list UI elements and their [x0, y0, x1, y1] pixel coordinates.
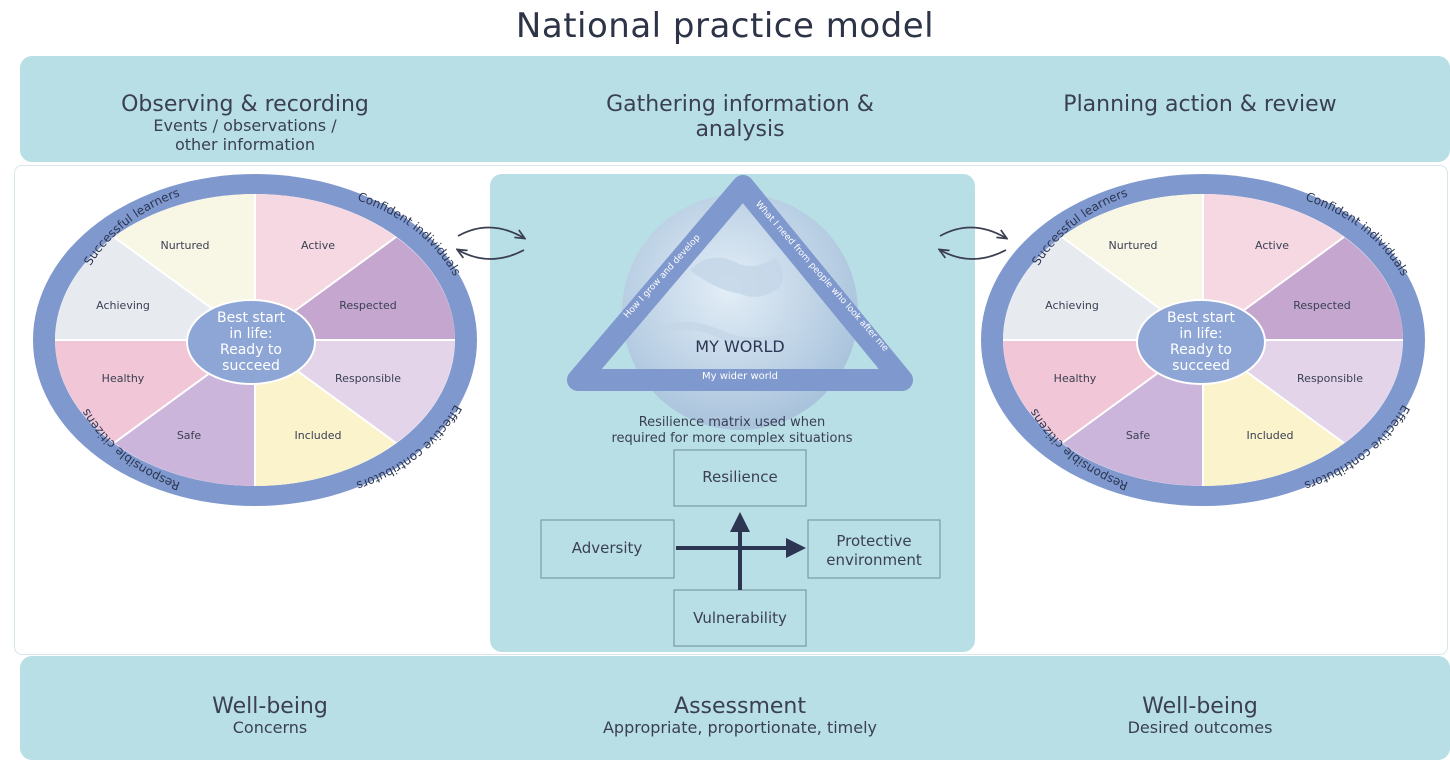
left-hub-line-4: succeed — [222, 358, 280, 374]
right-label-included: Included — [1246, 429, 1293, 442]
right-label-respected: Respected — [1293, 299, 1351, 312]
left-cycle-arrows-icon — [458, 226, 524, 260]
left-hub-line-3: Ready to — [220, 342, 282, 358]
right-segment-nurtured — [1062, 194, 1203, 340]
resilience-caption-2: required for more complex situations — [611, 431, 852, 446]
left-label-safe: Safe — [177, 429, 202, 442]
right-label-safe: Safe — [1126, 429, 1151, 442]
observing-recording-header: Observing & recording Events / observati… — [80, 92, 410, 154]
right-segment-active — [1203, 194, 1344, 340]
assessment-title: Assessment — [674, 694, 806, 719]
resilience-box — [673, 449, 807, 507]
right-cycle-arrows-icon — [940, 226, 1006, 260]
left-segment-nurtured — [114, 194, 255, 340]
left-hub-line-1: Best start — [217, 310, 286, 326]
adversity-label: Adversity — [572, 539, 643, 557]
right-hub-line-4: succeed — [1172, 358, 1230, 374]
bottom-band: Well-being Concerns Assessment Appropria… — [20, 656, 1450, 760]
vulnerability-box — [673, 589, 807, 647]
wellbeing-outcomes-title: Well-being — [1142, 694, 1258, 719]
right-hub-line-3: Ready to — [1170, 342, 1232, 358]
right-wheel-hub — [1136, 299, 1266, 385]
my-world-bottom-side: My wider world — [702, 371, 778, 382]
right-hub-line-2: in life: — [1179, 326, 1222, 342]
gathering-information-title-1: Gathering information & — [606, 92, 874, 117]
left-segment-included — [255, 340, 396, 486]
resilience-label: Resilience — [702, 468, 778, 486]
left-wheel-hub — [186, 299, 316, 385]
diagram-title: National practice model — [515, 6, 935, 46]
wellbeing-concerns-sub: Concerns — [232, 718, 308, 738]
wellbeing-outcomes-sub: Desired outcomes — [1127, 718, 1273, 738]
left-hub-line-2: in life: — [229, 326, 272, 342]
left-label-responsible: Responsible — [335, 372, 401, 385]
observing-recording-sub-1: Events / observations / — [153, 116, 337, 136]
wellbeing-concerns-footer: Well-being Concerns — [140, 694, 400, 738]
left-segment-active — [255, 194, 396, 340]
left-label-active: Active — [301, 239, 335, 252]
left-label-healthy: Healthy — [102, 372, 145, 385]
right-label-achieving: Achieving — [1045, 299, 1099, 312]
gathering-information-header: Gathering information & analysis — [520, 92, 960, 143]
left-segment-respected — [255, 237, 455, 340]
resilience-matrix: Resilience matrix used when required for… — [540, 415, 941, 647]
right-label-healthy: Healthy — [1054, 372, 1097, 385]
protective-environment-box — [807, 519, 941, 579]
observing-recording-title: Observing & recording — [121, 92, 369, 117]
resilience-caption-1: Resilience matrix used when — [639, 415, 826, 430]
left-label-respected: Respected — [339, 299, 397, 312]
assessment-sub: Appropriate, proportionate, timely — [602, 718, 878, 738]
observing-recording-sub-2: other information — [174, 134, 316, 154]
gathering-information-title-2: analysis — [695, 117, 785, 143]
adversity-box — [540, 519, 675, 579]
protective-environment-label-1: Protective — [836, 532, 911, 550]
protective-environment-label-2: environment — [826, 551, 922, 569]
globe-icon — [622, 194, 858, 430]
wellbeing-outcomes-footer: Well-being Desired outcomes — [1060, 694, 1340, 738]
my-world-label: MY WORLD — [695, 337, 784, 356]
wellbeing-concerns-title: Well-being — [212, 694, 328, 719]
planning-action-header: Planning action & review — [1000, 92, 1400, 117]
top-band: Observing & recording Events / observati… — [20, 56, 1450, 162]
planning-action-title: Planning action & review — [1063, 92, 1337, 117]
right-wellbeing-wheel: Nurtured Active Respected Responsible In… — [981, 174, 1425, 506]
right-label-active: Active — [1255, 239, 1289, 252]
left-label-achieving: Achieving — [96, 299, 150, 312]
right-label-nurtured: Nurtured — [1108, 239, 1157, 252]
left-label-nurtured: Nurtured — [160, 239, 209, 252]
vulnerability-label: Vulnerability — [693, 609, 787, 627]
left-label-included: Included — [294, 429, 341, 442]
left-wellbeing-wheel: Nurtured Active Respected Responsible In… — [33, 174, 477, 506]
my-world-triangle: MY WORLD My wider world How I grow and d… — [567, 175, 913, 430]
assessment-footer: Assessment Appropriate, proportionate, t… — [540, 694, 940, 738]
right-label-responsible: Responsible — [1297, 372, 1363, 385]
right-segment-respected — [1203, 237, 1403, 340]
right-hub-line-1: Best start — [1167, 310, 1236, 326]
